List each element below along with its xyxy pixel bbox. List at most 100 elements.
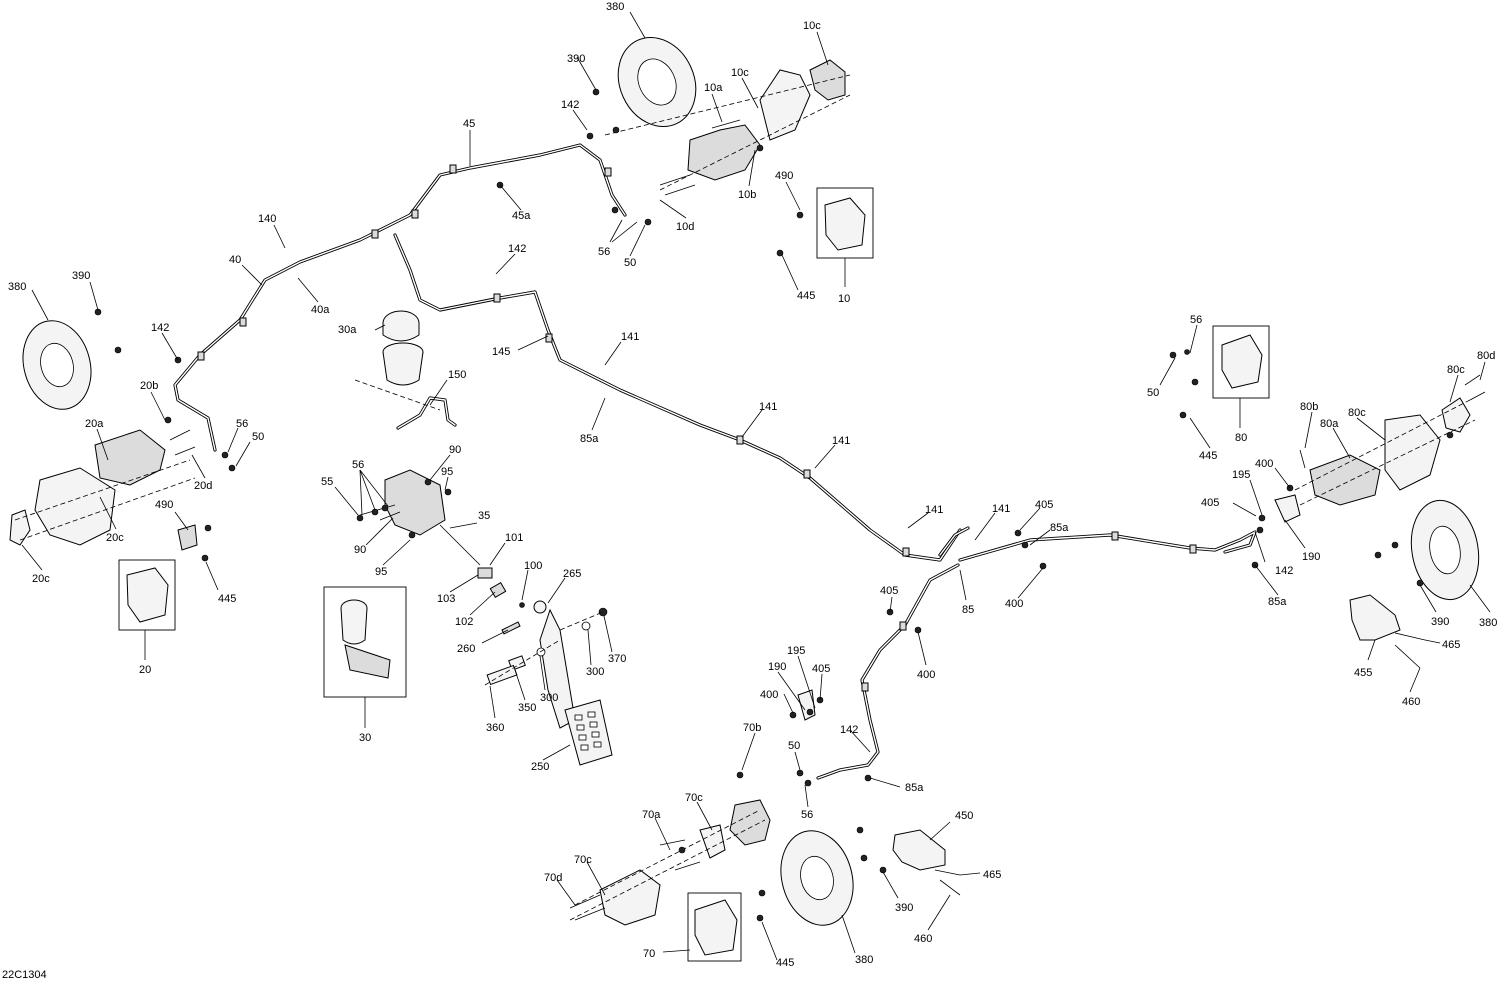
callout-10c-top: 10c: [803, 20, 821, 32]
callout-450: 450: [955, 810, 973, 822]
callout-85a-r: 85a: [1268, 596, 1287, 608]
callout-145: 145: [492, 346, 510, 358]
callout-142-mid: 142: [508, 243, 526, 255]
pedal-pad-250: [564, 699, 613, 766]
front-right-brake-assembly: [496, 36, 851, 226]
callout-85a-right: 85a: [1050, 522, 1069, 534]
bracket-455: [1349, 594, 1401, 641]
callout-56-mc: 56: [352, 459, 364, 471]
brake-line-40-45: [173, 143, 627, 452]
callout-35: 35: [478, 510, 490, 522]
callout-50-lower: 50: [788, 740, 800, 752]
callout-400-lower: 400: [917, 669, 935, 681]
callout-390-right: 390: [1431, 616, 1449, 628]
callout-30a: 30a: [338, 324, 357, 336]
callout-55: 55: [321, 476, 333, 488]
callout-10b: 10b: [738, 189, 756, 201]
callout-70c: 70c: [685, 792, 703, 804]
callout-465-bottom: 465: [983, 869, 1001, 881]
callout-20b: 20b: [140, 380, 158, 392]
callout-95-left: 95: [375, 566, 387, 578]
callout-405-mid: 405: [1035, 499, 1053, 511]
callout-leaders: [21, 11, 1491, 961]
bracket-450: [892, 829, 946, 871]
callout-140: 140: [258, 213, 276, 225]
callout-20c-far: 20c: [32, 573, 50, 585]
callout-70b: 70b: [743, 722, 761, 734]
callout-142-top: 142: [561, 99, 579, 111]
callout-50-top: 50: [624, 257, 636, 269]
callout-370: 370: [608, 653, 626, 665]
callout-142-lower: 142: [840, 724, 858, 736]
callout-400-mid: 400: [1005, 598, 1023, 610]
callout-490-top: 490: [775, 170, 793, 182]
callout-380-top: 380: [606, 1, 624, 13]
callout-56-left: 56: [236, 418, 248, 430]
callout-142-r: 142: [1275, 565, 1293, 577]
callout-10d: 10d: [676, 221, 694, 233]
callout-445-left: 445: [218, 593, 236, 605]
callout-141-a: 141: [621, 331, 639, 343]
rear-left-brake-assembly: [569, 529, 1047, 962]
brake-line-right: [958, 530, 1257, 562]
callout-85: 85: [962, 604, 974, 616]
callout-360: 360: [486, 722, 504, 734]
diagram-code: 22C1304: [2, 969, 47, 981]
callout-90-left: 90: [354, 544, 366, 556]
callout-400-lower2: 400: [760, 689, 778, 701]
callout-70: 70: [643, 948, 655, 960]
callout-85a-lower: 85a: [905, 782, 924, 794]
master-cylinder-30-box: [323, 586, 407, 698]
rear-right-brake-assembly: [1169, 325, 1486, 669]
callout-80d: 80d: [1477, 350, 1495, 362]
caliper-20-box: [118, 559, 176, 631]
callout-80a: 80a: [1320, 418, 1339, 430]
callout-70d: 70d: [544, 872, 562, 884]
callout-80b: 80b: [1300, 401, 1318, 413]
callout-10c: 10c: [731, 67, 749, 79]
callout-80c-top: 80c: [1447, 364, 1465, 376]
callout-390-left: 390: [72, 270, 90, 282]
callout-195-lower: 195: [787, 645, 805, 657]
callout-80c: 80c: [1348, 407, 1366, 419]
callout-40: 40: [229, 254, 241, 266]
callout-56-top: 56: [598, 246, 610, 258]
callout-141-c: 141: [832, 435, 850, 447]
callout-265: 265: [563, 568, 581, 580]
callout-460-bottom: 460: [914, 933, 932, 945]
callout-20a: 20a: [85, 418, 104, 430]
callout-100: 100: [524, 560, 542, 572]
callout-400-r: 400: [1255, 458, 1273, 470]
callout-195-r: 195: [1232, 469, 1250, 481]
callout-490-left: 490: [155, 499, 173, 511]
callout-20: 20: [139, 664, 151, 676]
brake-pedal-assembly: [484, 600, 613, 766]
callout-190-r: 190: [1302, 551, 1320, 563]
master-cylinder-assembly: [354, 310, 525, 608]
callout-390-bottom: 390: [895, 902, 913, 914]
callout-390-top: 390: [567, 53, 585, 65]
callout-460-right: 460: [1402, 696, 1420, 708]
callout-20d: 20d: [194, 480, 212, 492]
callout-20c: 20c: [106, 532, 124, 544]
callout-45: 45: [463, 118, 475, 130]
callout-380-bottom: 380: [855, 954, 873, 966]
callout-70a: 70a: [642, 809, 661, 821]
callout-10: 10: [838, 293, 850, 305]
callout-102: 102: [455, 616, 473, 628]
callout-141-e: 141: [992, 503, 1010, 515]
callout-56-r: 56: [1190, 314, 1202, 326]
callout-445-top: 445: [797, 290, 815, 302]
callout-445-bottom: 445: [776, 957, 794, 969]
callout-40a: 40a: [311, 304, 330, 316]
callout-141-d: 141: [925, 504, 943, 516]
callout-250: 250: [531, 761, 549, 773]
callout-80: 80: [1235, 432, 1247, 444]
front-left-brake-assembly: [9, 308, 236, 562]
callout-141-b: 141: [759, 401, 777, 413]
callout-56-lower: 56: [801, 809, 813, 821]
callout-90-right: 90: [449, 444, 461, 456]
callout-95-right: 95: [441, 466, 453, 478]
